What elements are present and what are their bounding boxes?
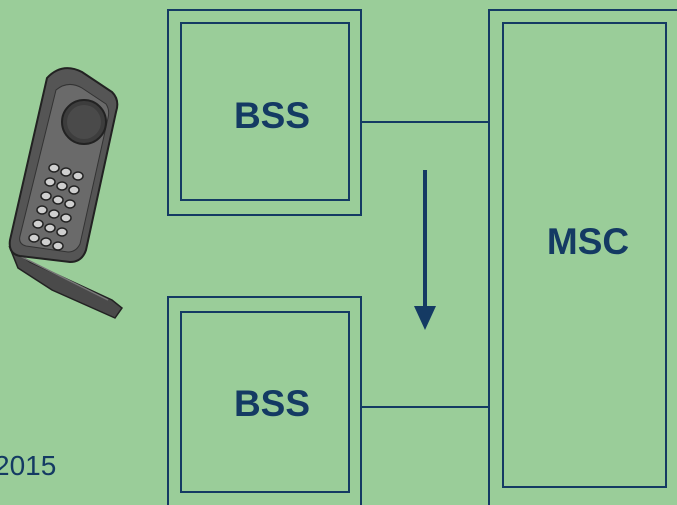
handover-arrow: [414, 170, 436, 330]
mobile-phone-icon: [8, 67, 124, 319]
bss-top-node: BSS: [167, 9, 362, 216]
footer-year: 2015: [0, 450, 57, 481]
msc-node: MSC: [488, 9, 677, 505]
bss-bottom-label: BSS: [234, 383, 310, 424]
bss-bottom-node: BSS: [167, 296, 362, 505]
bss-top-label: BSS: [234, 95, 310, 136]
msc-label: MSC: [547, 221, 629, 262]
